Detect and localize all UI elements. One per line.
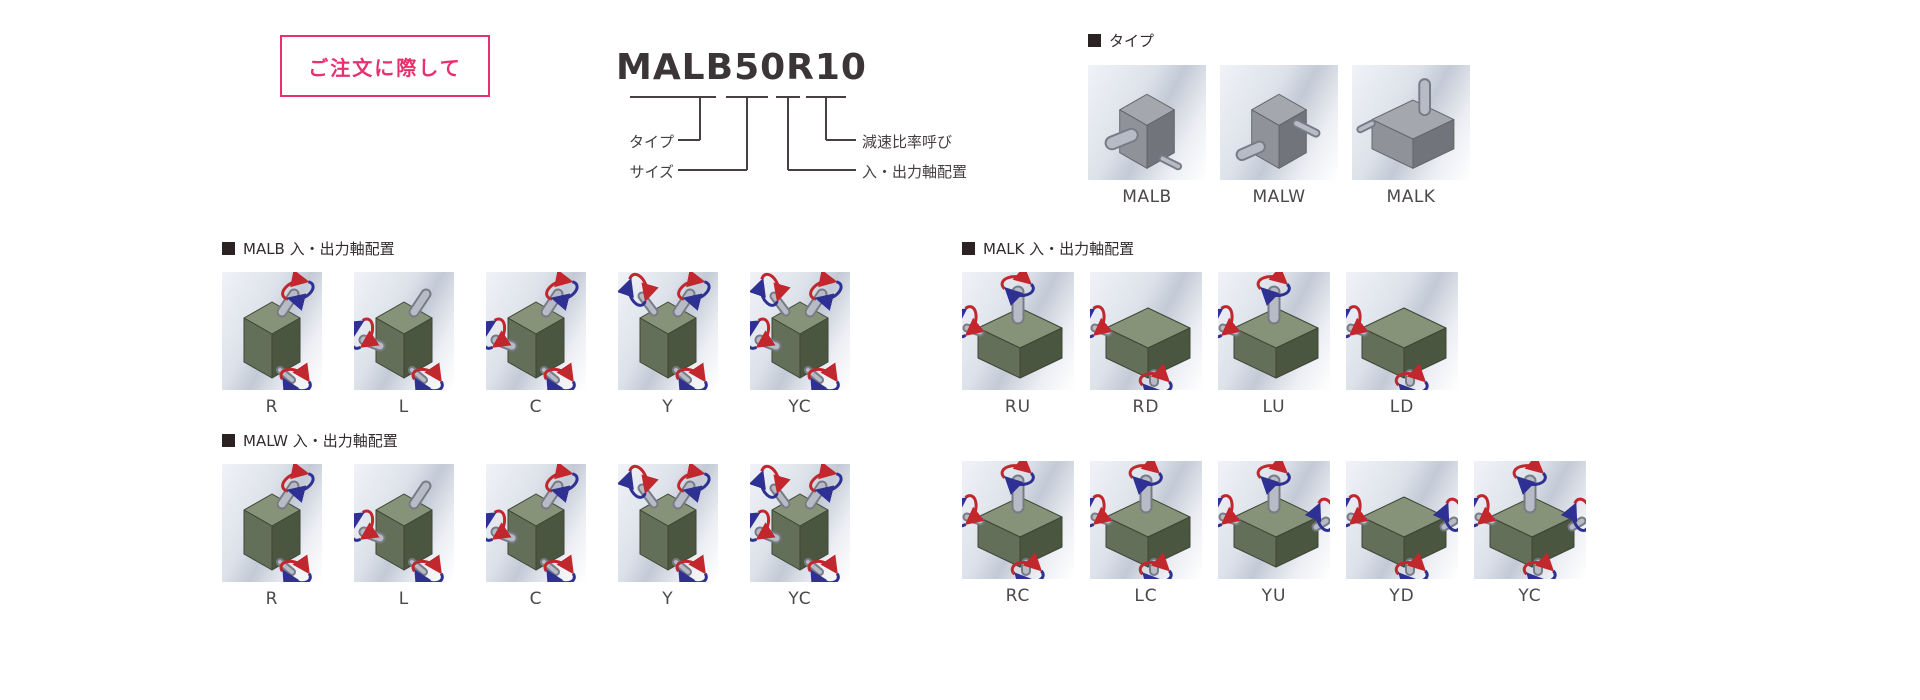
gearbox-tile: YC — [1474, 461, 1586, 606]
order-banner-label: ご注文に際して — [308, 55, 462, 80]
gearbox-tile: LU — [1218, 272, 1330, 417]
malk-yu-icon — [1218, 461, 1330, 579]
malb-section: MALB 入・出力軸配置 R L C Y YC — [222, 238, 850, 417]
gearbox-label: MALB — [1122, 187, 1172, 207]
gearbox-malw-icon — [1220, 65, 1338, 180]
malb-l-icon — [354, 272, 454, 390]
gearbox-tile: MALB — [1088, 65, 1206, 207]
callout-shaft-arrangement: 入・出力軸配置 — [862, 163, 968, 181]
malk-lc-icon — [1090, 461, 1202, 579]
callout-size: サイズ — [629, 163, 674, 181]
gearbox-label: MALK — [1386, 187, 1436, 207]
gearbox-tile: LD — [1346, 272, 1458, 417]
malb-tiles-row: R L C Y YC — [222, 272, 850, 417]
callout-reduction-ratio: 減速比率呼び — [862, 133, 953, 151]
gearbox-label: Y — [662, 589, 674, 609]
gearbox-label: R — [265, 589, 279, 609]
gearbox-tile: RD — [1090, 272, 1202, 417]
gearbox-label: L — [398, 589, 410, 609]
malb-c-icon — [486, 272, 586, 390]
gearbox-malk-icon — [1352, 65, 1470, 180]
gearbox-tile: Y — [618, 464, 718, 609]
gearbox-label: RD — [1132, 397, 1160, 417]
malb-y-icon — [618, 272, 718, 390]
gearbox-label: C — [529, 397, 543, 417]
gearbox-label: RC — [1005, 586, 1031, 606]
gearbox-label: YC — [1518, 586, 1542, 606]
malw-section-title-text: MALW 入・出力軸配置 — [243, 432, 398, 450]
callout-type: タイプ — [628, 133, 674, 151]
square-bullet-icon — [962, 242, 975, 255]
malw-yc-icon — [750, 464, 850, 582]
order-banner: ご注文に際して — [280, 35, 490, 97]
malk-rc-icon — [962, 461, 1074, 579]
type-section: タイプ MALB MALW MALK — [1088, 30, 1470, 207]
model-number: MALB50R10 — [616, 47, 867, 88]
gearbox-tile: MALK — [1352, 65, 1470, 207]
gearbox-label: MALW — [1252, 187, 1306, 207]
malk-tiles-row-1: RU RD LU LD — [962, 272, 1586, 417]
type-section-title: タイプ — [1088, 30, 1470, 51]
gearbox-malb-icon — [1088, 65, 1206, 180]
gearbox-label: RU — [1004, 397, 1032, 417]
gearbox-tile: R — [222, 272, 322, 417]
type-tiles-row: MALB MALW MALK — [1088, 65, 1470, 207]
malb-yc-icon — [750, 272, 850, 390]
gearbox-tile: MALW — [1220, 65, 1338, 207]
malw-l-icon — [354, 464, 454, 582]
malk-section-title-text: MALK 入・出力軸配置 — [983, 240, 1135, 258]
gearbox-tile: C — [486, 464, 586, 609]
gearbox-label: YD — [1389, 586, 1415, 606]
gearbox-tile: Y — [618, 272, 718, 417]
gearbox-tile: C — [486, 272, 586, 417]
gearbox-tile: RU — [962, 272, 1074, 417]
malb-r-icon — [222, 272, 322, 390]
model-number-callout-lines — [630, 96, 856, 171]
malw-r-icon — [222, 464, 322, 582]
gearbox-tile: R — [222, 464, 322, 609]
malk-ld-icon — [1346, 272, 1458, 390]
malw-y-icon — [618, 464, 718, 582]
gearbox-tile: L — [354, 272, 454, 417]
gearbox-label: L — [398, 397, 410, 417]
malk-section: MALK 入・出力軸配置 RU RD LU LD RC LC YU YD YC — [962, 238, 1586, 606]
gearbox-label: YU — [1261, 586, 1287, 606]
malk-ru-icon — [962, 272, 1074, 390]
malk-tiles-row-2: RC LC YU YD YC — [962, 461, 1586, 606]
gearbox-label: R — [265, 397, 279, 417]
gearbox-tile: YD — [1346, 461, 1458, 606]
gearbox-label: LU — [1262, 397, 1286, 417]
gearbox-label: LD — [1389, 397, 1415, 417]
malk-rd-icon — [1090, 272, 1202, 390]
gearbox-tile: YC — [750, 272, 850, 417]
square-bullet-icon — [1088, 34, 1101, 47]
malk-yd-icon — [1346, 461, 1458, 579]
square-bullet-icon — [222, 242, 235, 255]
type-section-title-text: タイプ — [1109, 32, 1155, 50]
gearbox-tile: YU — [1218, 461, 1330, 606]
gearbox-label: YC — [788, 397, 812, 417]
malk-section-title: MALK 入・出力軸配置 — [962, 238, 1586, 259]
gearbox-tile: YC — [750, 464, 850, 609]
gearbox-label: Y — [662, 397, 674, 417]
gearbox-tile: RC — [962, 461, 1074, 606]
malw-section: MALW 入・出力軸配置 R L C Y YC — [222, 430, 850, 609]
gearbox-tile: LC — [1090, 461, 1202, 606]
square-bullet-icon — [222, 434, 235, 447]
gearbox-label: C — [529, 589, 543, 609]
malb-section-title-text: MALB 入・出力軸配置 — [243, 240, 395, 258]
malw-c-icon — [486, 464, 586, 582]
gearbox-label: LC — [1134, 586, 1158, 606]
malk-lu-icon — [1218, 272, 1330, 390]
gearbox-tile: L — [354, 464, 454, 609]
gearbox-label: YC — [788, 589, 812, 609]
malw-section-title: MALW 入・出力軸配置 — [222, 430, 850, 451]
malb-section-title: MALB 入・出力軸配置 — [222, 238, 850, 259]
malw-tiles-row: R L C Y YC — [222, 464, 850, 609]
malk-yc-icon — [1474, 461, 1586, 579]
